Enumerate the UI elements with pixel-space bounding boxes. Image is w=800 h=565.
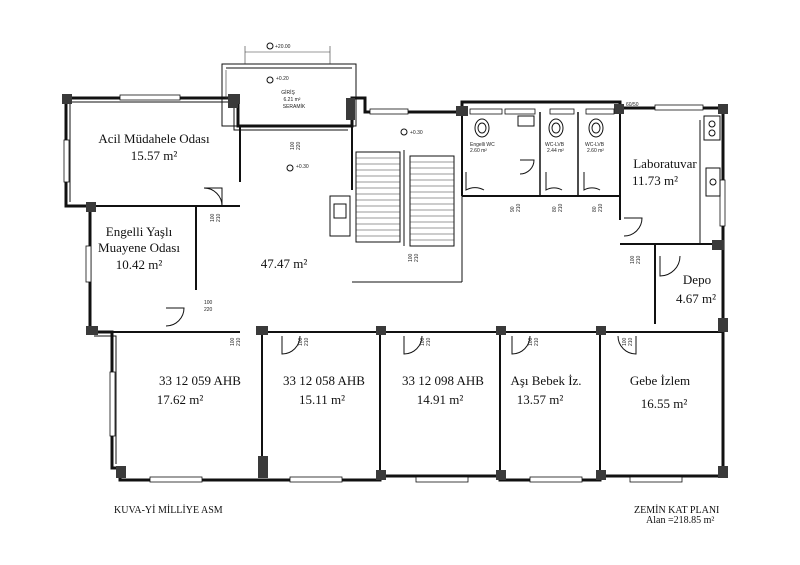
level-hall: +0.30: [296, 164, 309, 170]
wc-lvb1-area: 2.44 m²: [547, 148, 564, 154]
footer-building-name: KUVA-Yİ MİLLİYE ASM: [114, 504, 223, 516]
room-asi-name: Aşı Bebek İz.: [510, 373, 581, 388]
room-acil-name: Acil Müdahele Odası: [98, 131, 210, 146]
room-098-name: 33 12 098 AHB: [402, 373, 484, 388]
room-depo-name: Depo: [683, 272, 711, 287]
dim-asi-door-w: 100: [528, 337, 534, 346]
room-hol-area: 47.47 m²: [261, 256, 308, 271]
room-gebe-name: Gebe İzlem: [630, 373, 690, 388]
dim-059-door-w: 100: [230, 337, 236, 346]
dim-entry-door-h: 220: [296, 141, 302, 150]
dim-wc2-door-w: 80: [552, 206, 558, 212]
dim-entry-door-w: 100: [290, 141, 296, 150]
room-058-name: 33 12 058 AHB: [283, 373, 365, 388]
dim-muayene-door-w: 100: [204, 300, 213, 306]
columns: [62, 94, 728, 480]
dim-058-door-h: 210: [304, 337, 310, 346]
dim-muayene-door-h: 220: [204, 307, 213, 313]
fixtures: [474, 115, 721, 197]
staircase: [329, 150, 455, 247]
dim-098-door-h: 210: [426, 337, 432, 346]
wc-lvb2-area: 2.60 m²: [587, 148, 604, 154]
dim-stair-door-h: 210: [414, 253, 420, 262]
room-058-area: 15.11 m²: [299, 392, 345, 407]
wc-engelli-name: Engelli WC: [470, 142, 495, 148]
room-muayene-name-2: Muayene Odası: [98, 240, 180, 255]
wc-lvb2-name: WC-LVB: [585, 142, 605, 148]
dim-058-door-w: 100: [298, 337, 304, 346]
entrance-floor: SERAMİK: [283, 103, 306, 110]
wc-engelli-area: 2.60 m²: [470, 148, 487, 154]
entrance-area: 6.21 m²: [284, 97, 301, 103]
room-acil-area: 15.57 m²: [131, 148, 178, 163]
dim-gebe-door-w: 100: [622, 337, 628, 346]
dimension-labels: 100 210 100 220 100 210 100 210 100 210 …: [204, 102, 642, 346]
dim-lab-door-h: 210: [636, 255, 642, 264]
level-entry-top: +20.00: [275, 44, 291, 50]
dim-wc3-door-h: 210: [598, 203, 604, 212]
wc-lvb1-name: WC-LVB: [545, 142, 565, 148]
room-lab-name: Laboratuvar: [633, 156, 697, 171]
entrance-porch: [221, 46, 357, 127]
dim-wc-door-w: 90: [510, 206, 516, 212]
dim-acil-door-w: 100: [210, 213, 216, 222]
level-annotations: +20.00 +0.20 +0.30 +0.30: [275, 44, 423, 170]
dim-acil-door-h: 210: [216, 213, 222, 222]
room-muayene-name-1: Engelli Yaşlı: [106, 224, 173, 239]
dim-asi-door-h: 210: [534, 337, 540, 346]
dim-wc2-door-h: 210: [558, 203, 564, 212]
room-depo-area: 4.67 m²: [676, 291, 716, 306]
room-059-area: 17.62 m²: [157, 392, 204, 407]
dim-059-door-h: 210: [236, 337, 242, 346]
room-asi-area: 13.57 m²: [517, 392, 564, 407]
room-lab-area: 11.73 m²: [632, 173, 678, 188]
dim-gebe-door-h: 210: [628, 337, 634, 346]
room-059-name: 33 12 059 AHB: [159, 373, 241, 388]
dim-lab-door-w: 100: [630, 255, 636, 264]
level-markers: [266, 42, 408, 172]
windows: [63, 94, 726, 483]
dim-wc3-door-w: 80: [592, 206, 598, 212]
dim-wc-door-h: 210: [516, 203, 522, 212]
footer-plan-title: ZEMİN KAT PLANI: [634, 504, 719, 516]
level-stair: +0.30: [410, 130, 423, 136]
dim-window: 60/50: [626, 102, 639, 108]
footer-total-area: Alan =218.85 m²: [646, 515, 714, 526]
dim-098-door-w: 100: [420, 337, 426, 346]
level-entry-inner: +0.20: [276, 76, 289, 82]
entrance-name: GİRİŞ: [281, 89, 295, 96]
room-gebe-area: 16.55 m²: [641, 396, 688, 411]
room-098-area: 14.91 m²: [417, 392, 464, 407]
doors: [165, 159, 681, 355]
dim-stair-door-w: 100: [408, 253, 414, 262]
interior-walls: [66, 108, 723, 476]
room-muayene-area: 10.42 m²: [116, 257, 163, 272]
